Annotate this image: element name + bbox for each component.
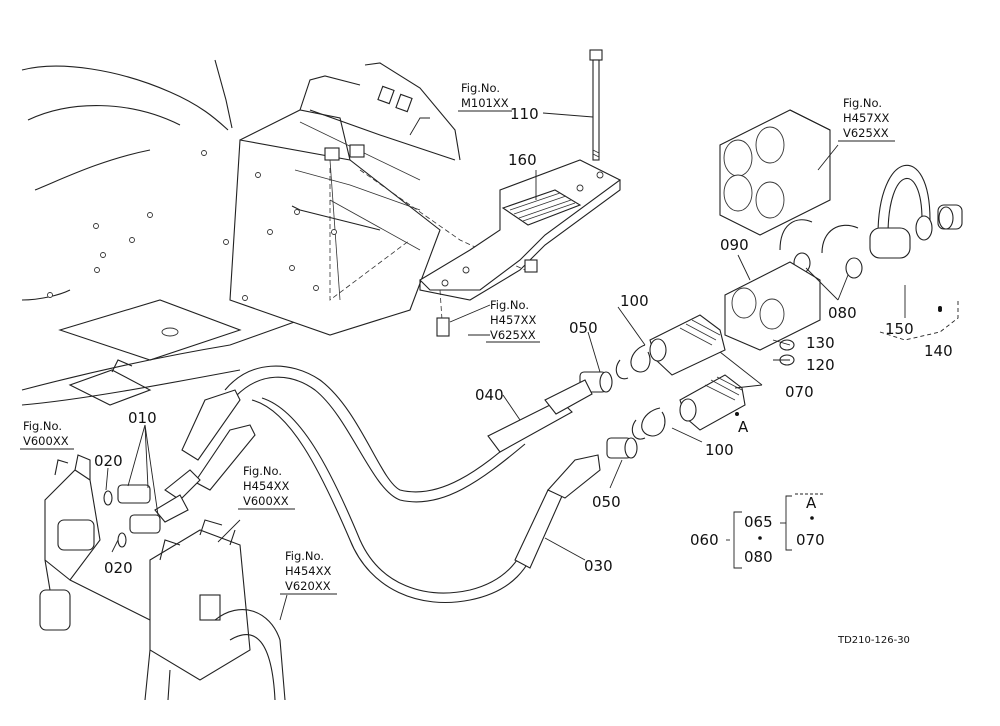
holder-090 [724, 261, 821, 351]
svg-text:Fig.No.: Fig.No. [490, 298, 529, 312]
svg-text:H454XX: H454XX [285, 564, 331, 578]
label-020-lower: 020 [104, 559, 133, 577]
fender-mounting-plate [47, 62, 461, 337]
hose-040 [224, 365, 593, 503]
svg-text:Fig.No.: Fig.No. [285, 549, 324, 563]
label-090: 090 [720, 236, 749, 254]
label-110: 110 [510, 105, 539, 123]
marker-a-pointer [735, 308, 942, 416]
adaptor-050-lower [606, 437, 638, 459]
svg-text:V625XX: V625XX [490, 328, 536, 342]
hose-030 [251, 397, 601, 604]
label-070: 070 [785, 383, 814, 401]
part-labels: 110 160 090 100 050 080 150 140 130 120 … [94, 105, 953, 577]
svg-text:V600XX: V600XX [23, 434, 69, 448]
fig-ref-h454-v600: Fig.No. H454XX V600XX [238, 464, 295, 510]
circlip-100 [615, 344, 666, 440]
label-160: 160 [508, 151, 537, 169]
hose-ends-left [154, 389, 256, 523]
holder-block-4hole [719, 109, 831, 236]
label-050-upper: 050 [569, 319, 598, 337]
label-a-set: A [806, 494, 817, 512]
svg-text:V600XX: V600XX [243, 494, 289, 508]
svg-text:V620XX: V620XX [285, 579, 331, 593]
shackle-assemblies [779, 164, 963, 279]
svg-text:H457XX: H457XX [490, 313, 536, 327]
label-010: 010 [128, 409, 157, 427]
label-080-set: 080 [744, 548, 773, 566]
label-030: 030 [584, 557, 613, 575]
coupler-070-upper [649, 314, 726, 376]
adaptors-010 [103, 484, 161, 548]
svg-text:Fig.No.: Fig.No. [461, 81, 500, 95]
control-valves-center [69, 519, 286, 701]
coupler-070-lower [679, 374, 746, 431]
fig-ref-h457-top: Fig.No. H457XX V625XX [838, 96, 895, 142]
bracket-nuts [436, 259, 538, 337]
label-130: 130 [806, 334, 835, 352]
svg-text:V625XX: V625XX [843, 126, 889, 140]
label-100-lower: 100 [705, 441, 734, 459]
label-040: 040 [475, 386, 504, 404]
fig-ref-h457-bracket: Fig.No. H457XX V625XX [486, 298, 540, 343]
label-065: 065 [744, 513, 773, 531]
label-080-right: 080 [828, 304, 857, 322]
set-composition-brackets [726, 493, 825, 569]
svg-text:M101XX: M101XX [461, 96, 509, 110]
drawing-code: TD210-126-30 [837, 635, 910, 646]
label-060: 060 [690, 531, 719, 549]
label-140: 140 [924, 342, 953, 360]
figure-references: Fig.No. M101XX Fig.No. H457XX V625XX Fig… [20, 81, 895, 595]
svg-text:Fig.No.: Fig.No. [843, 96, 882, 110]
bolt-110 [589, 49, 603, 161]
svg-text:Fig.No.: Fig.No. [243, 464, 282, 478]
label-070-set: 070 [796, 531, 825, 549]
fig-ref-m101: Fig.No. M101XX [458, 81, 512, 112]
label-100-upper: 100 [620, 292, 649, 310]
label-150: 150 [885, 320, 914, 338]
bracket [419, 159, 622, 301]
label-020-upper: 020 [94, 452, 123, 470]
leader-lines [105, 112, 906, 621]
svg-text:H457XX: H457XX [843, 111, 889, 125]
fig-ref-h454-v620: Fig.No. H454XX V620XX [280, 549, 337, 595]
control-valve-left [39, 454, 101, 631]
tractor-fender-outline [21, 59, 301, 406]
label-050-lower: 050 [592, 493, 621, 511]
fig-ref-v600-left: Fig.No. V600XX [20, 419, 74, 450]
svg-text:Fig.No.: Fig.No. [23, 419, 62, 433]
label-a-coupler: A [738, 418, 749, 436]
svg-text:H454XX: H454XX [243, 479, 289, 493]
label-120: 120 [806, 356, 835, 374]
